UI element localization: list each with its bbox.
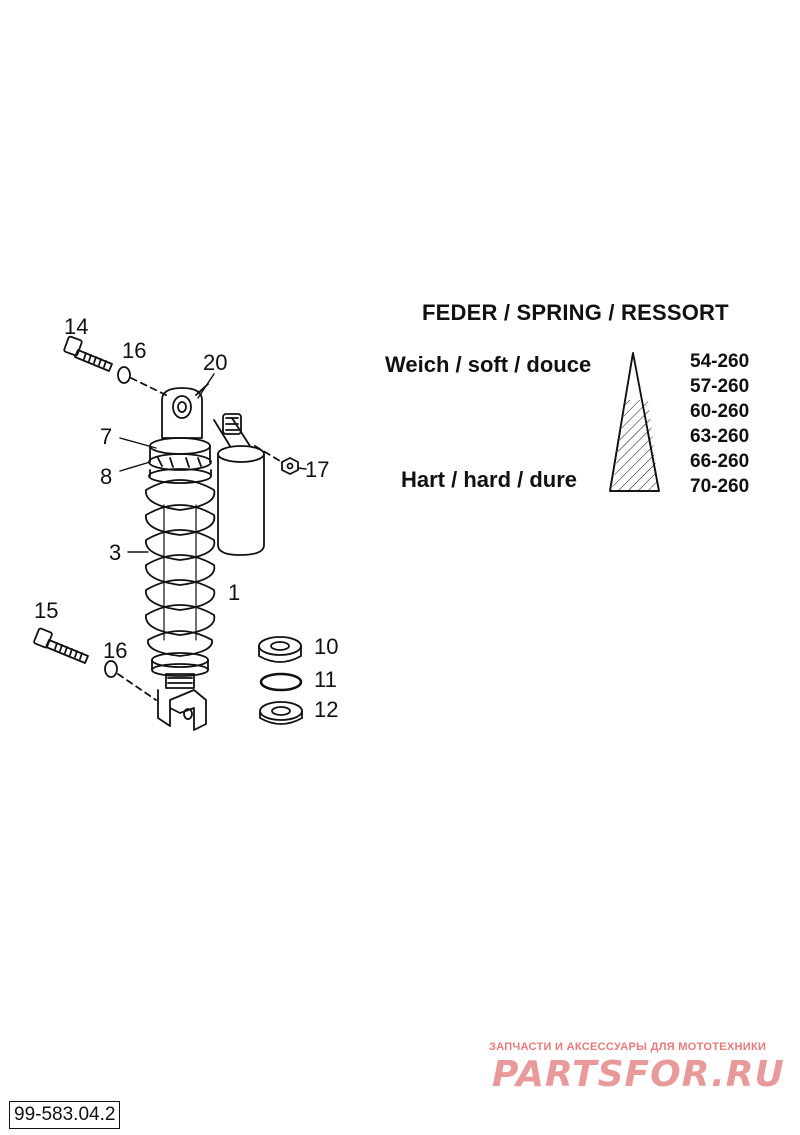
spring-rate-item: 63-260: [690, 426, 750, 447]
bolt-14: [63, 335, 113, 372]
callout-3: 3: [109, 540, 122, 565]
callout-8: 8: [100, 464, 113, 489]
watermark-tagline: ЗАПЧАСТИ И АКСЕССУАРЫ ДЛЯ МОТОТЕХНИКИ: [489, 1041, 767, 1053]
lower-clevis-mount: [157, 689, 207, 731]
leader-8: [119, 461, 151, 472]
callout-17: 17: [305, 457, 330, 482]
reference-number: 99-583.04.2: [9, 1101, 121, 1129]
spring-rate-item: 66-260: [690, 451, 750, 472]
spring-rate-item: 70-260: [690, 476, 750, 497]
callout-1: 1: [228, 580, 241, 605]
spring-rate-item: 60-260: [690, 401, 750, 422]
callout-12: 12: [314, 697, 339, 722]
hard-spring-label: Hart / hard / dure: [401, 467, 578, 492]
spring-hardness-triangle: [609, 352, 660, 492]
assembly-line-upper: [130, 377, 169, 397]
spring-rate-item: 54-260: [690, 351, 750, 372]
callout-15: 15: [34, 598, 59, 623]
o-ring-11: [259, 672, 303, 692]
nut-17: [281, 457, 299, 475]
assembly-line-lower: [117, 673, 157, 701]
callout-16-upper: 16: [122, 338, 147, 363]
callout-14: 14: [64, 314, 89, 339]
callout-10: 10: [314, 634, 339, 659]
watermark-logo: PARTSFOR.RU: [492, 1054, 785, 1095]
washer-16-lower: [104, 660, 118, 678]
washer-16-upper: [117, 366, 131, 384]
bushing-10: [258, 636, 302, 663]
callout-11: 11: [314, 667, 337, 692]
callout-16-lower: 16: [103, 638, 128, 663]
leader-20: [197, 373, 215, 399]
spring-rate-list: 54-260 57-260 60-260 63-260 66-260 70-26…: [690, 349, 770, 499]
spring-rate-item: 57-260: [690, 376, 750, 397]
lower-spring-seat: [151, 652, 209, 689]
top-eye-mount: [161, 383, 209, 439]
spring-table-title: FEDER / SPRING / RESSORT: [422, 300, 729, 325]
coil-spring: [145, 479, 216, 657]
bolt-15: [33, 627, 89, 664]
bushing-12: [259, 701, 303, 725]
soft-spring-label: Weich / soft / douce: [385, 352, 592, 377]
callout-7: 7: [100, 424, 113, 449]
leader-17: [297, 467, 307, 470]
reservoir-canister: [213, 413, 265, 556]
assembly-line-17: [254, 445, 281, 462]
leader-7: [119, 437, 157, 449]
spring-preload-rings: [148, 437, 212, 484]
callout-20: 20: [203, 350, 228, 375]
